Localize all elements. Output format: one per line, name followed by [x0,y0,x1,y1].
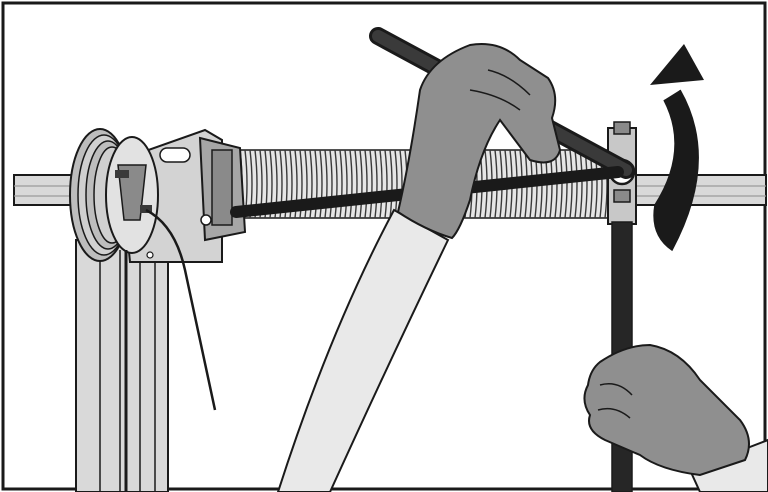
stationary-cone [200,138,245,240]
vertical-track [76,240,168,492]
cable-drum [70,129,158,261]
